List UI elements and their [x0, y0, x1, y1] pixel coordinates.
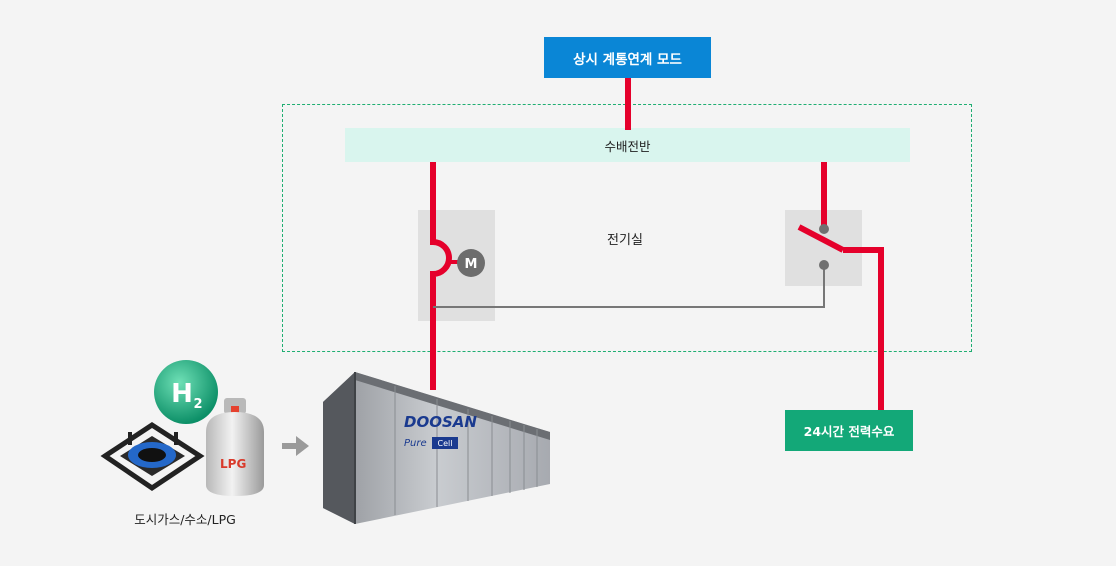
hydrogen-badge-icon: H 2 [154, 360, 218, 424]
product-suffix-text: Cell [438, 439, 453, 448]
product-logo-text: Pure [404, 438, 427, 449]
mode-label-text: 상시 계통연계 모드 [573, 51, 682, 68]
arrow-right-icon [282, 436, 309, 456]
brand-logo-text: DOOSAN [404, 413, 477, 431]
hydrogen-symbol: H [171, 379, 193, 409]
motor-icon: M [457, 249, 485, 277]
breaker-switch-icon [797, 224, 884, 410]
left-feeder-wire [430, 162, 452, 390]
switchboard-bar: 수배전반 [345, 128, 910, 162]
grid-connected-mode-label: 상시 계통연계 모드 [544, 37, 711, 78]
power-demand-label: 24시간 전력수요 [785, 410, 913, 451]
motor-symbol: M [465, 257, 478, 272]
electrical-room-label: 전기실 [607, 233, 643, 248]
fuel-source-label: 도시가스/수소/LPG [134, 512, 236, 527]
lpg-text: LPG [220, 457, 246, 471]
hydrogen-subscript: 2 [193, 397, 202, 412]
fuel-cell-unit-icon: DOOSAN Pure Cell [323, 372, 550, 524]
demand-label-text: 24시간 전력수요 [803, 424, 895, 439]
control-line [433, 266, 825, 308]
gas-burner-icon [100, 422, 205, 492]
lpg-cylinder-icon: LPG [206, 398, 264, 496]
switchboard-label: 수배전반 [604, 138, 651, 154]
